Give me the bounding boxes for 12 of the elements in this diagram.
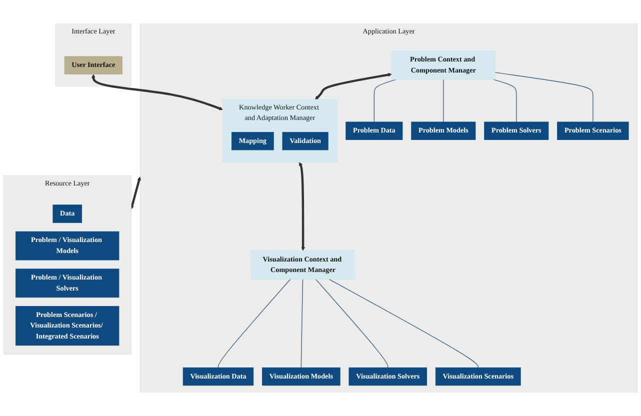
connector	[315, 278, 388, 368]
connector	[494, 72, 594, 122]
connector	[300, 278, 304, 368]
connector	[443, 79, 444, 122]
arrow	[91, 74, 223, 110]
arrow	[298, 162, 305, 251]
arrow	[314, 72, 392, 100]
arrow	[130, 176, 141, 210]
connector	[492, 79, 517, 122]
connector	[328, 278, 478, 368]
connector	[218, 278, 291, 368]
connector	[374, 79, 397, 122]
